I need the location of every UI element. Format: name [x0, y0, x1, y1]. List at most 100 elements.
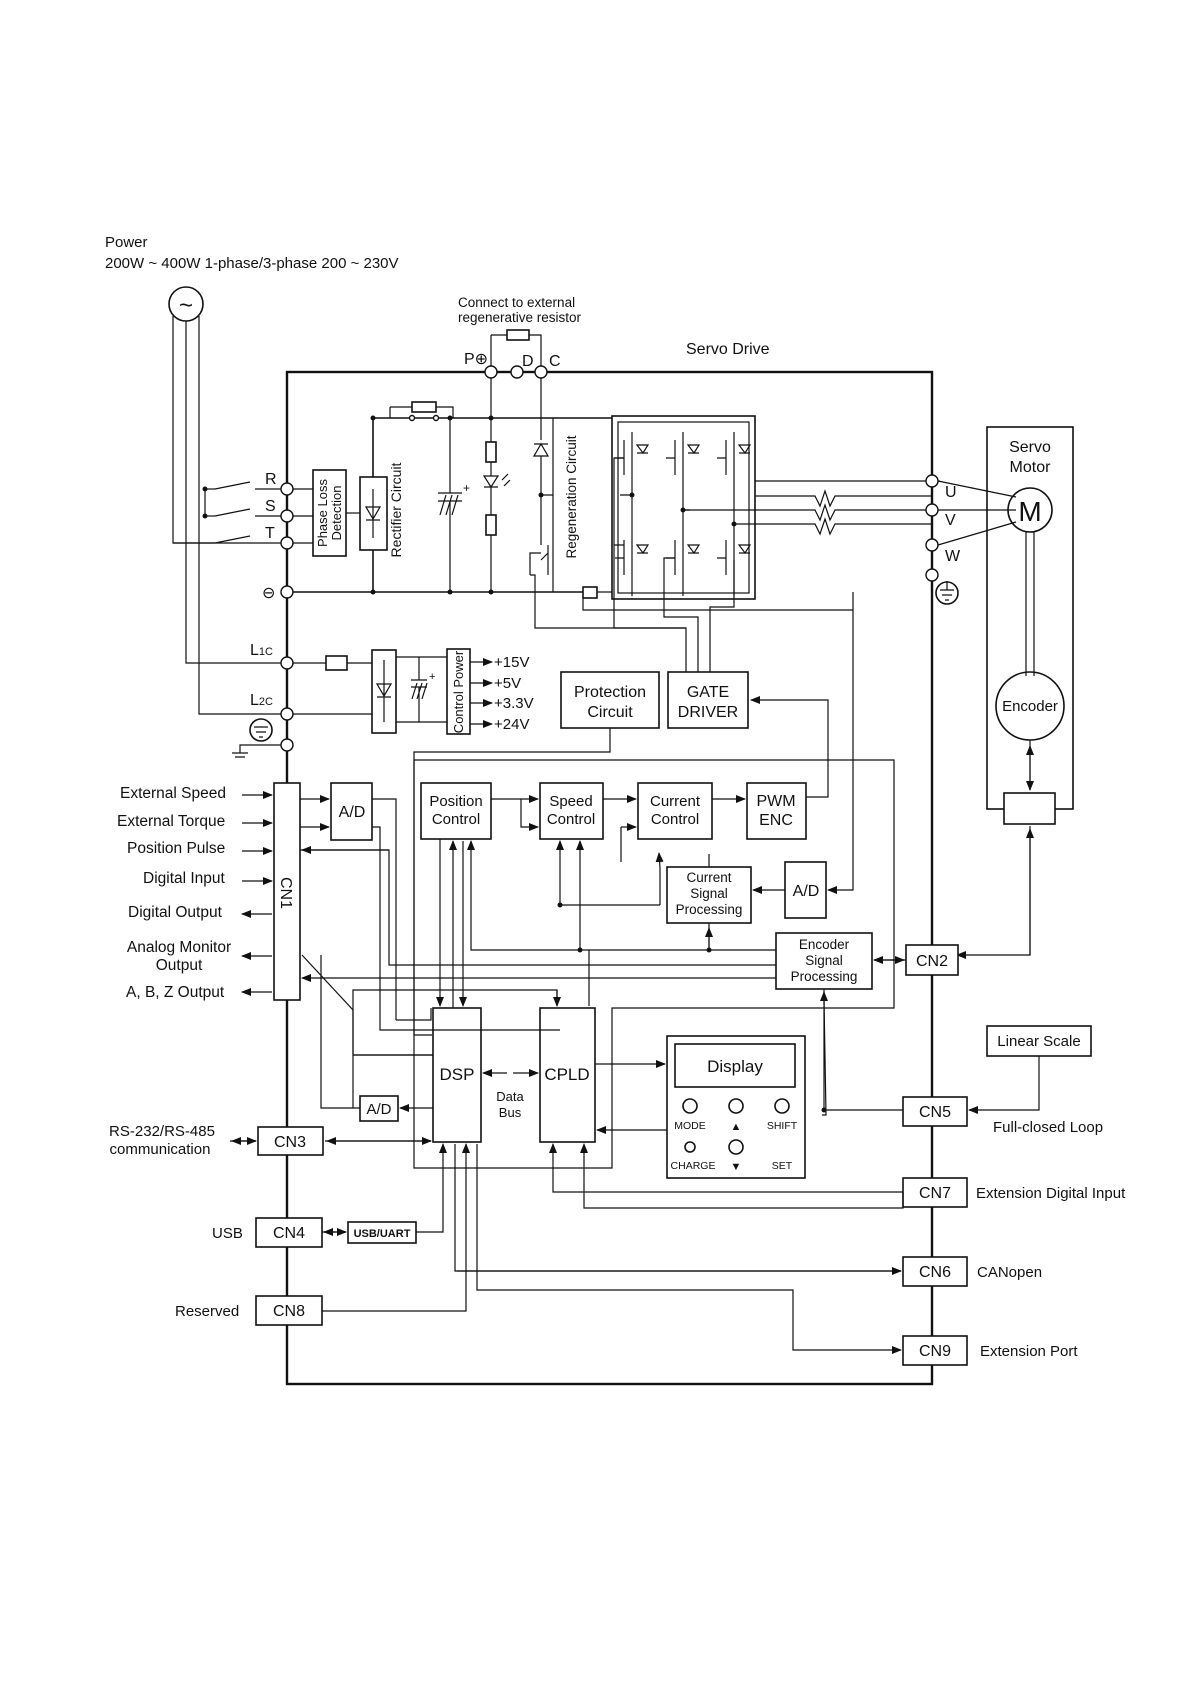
pwm-label-1: PWM [756, 793, 795, 810]
phase-loss-label-2: Detection [329, 486, 344, 541]
cn3-label: CN3 [274, 1134, 306, 1151]
pwm-label-2: ENC [759, 812, 793, 829]
output-analog-monitor-1: Analog Monitor [127, 939, 231, 956]
csp-label-2: Signal [690, 886, 728, 901]
protection-label-2: Circuit [587, 704, 633, 721]
input-external-torque: External Torque [117, 813, 225, 830]
terminal-minus-label: ⊖ [262, 585, 275, 602]
power-title: Power [105, 234, 148, 251]
motor-symbol-glyph: M [1018, 496, 1041, 527]
gate-label-1: GATE [687, 684, 729, 701]
reserved-label: Reserved [175, 1303, 239, 1320]
cn3-connector [257, 1126, 324, 1156]
l2c-sub: 2C [259, 696, 273, 708]
encoder-signal-processing-block [775, 932, 873, 990]
igbt-bridge [615, 432, 752, 596]
linear-scale-block [986, 1025, 1092, 1057]
regen-note-line1: Connect to external [458, 295, 575, 310]
speed-label-2: Control [547, 811, 595, 828]
motor-symbol [1007, 487, 1053, 533]
shift-label: SHIFT [767, 1120, 798, 1132]
motor-encoder-connector [1003, 792, 1056, 825]
down-arrow: ▼ [731, 1161, 742, 1173]
down-button[interactable] [728, 1139, 744, 1155]
ad-main-label: A/D [339, 804, 366, 821]
cn1-connector [273, 782, 301, 1001]
regeneration-label: Regeneration Circuit [564, 435, 579, 558]
terminal-ground [925, 568, 939, 582]
ext-digital-input-label: Extension Digital Input [976, 1185, 1126, 1202]
cn7-label: CN7 [919, 1185, 951, 1202]
esp-label-2: Signal [805, 953, 843, 968]
canopen-label: CANopen [977, 1264, 1042, 1281]
current-label-1: Current [650, 793, 701, 810]
cn4-label: CN4 [273, 1225, 305, 1242]
cap-plus-sign: + [463, 481, 470, 495]
linear-scale-label: Linear Scale [997, 1033, 1080, 1050]
ad-dsp-label: A/D [366, 1101, 391, 1118]
control-power-fuse [325, 655, 348, 671]
voltage-3v3: +3.3V [494, 695, 534, 712]
terminal-u-label: U [945, 484, 957, 501]
voltage-15v: +15V [494, 654, 529, 671]
cn1-label: CN1 [277, 877, 294, 909]
cpld-label: CPLD [544, 1065, 589, 1084]
l1c-sub: 1C [259, 646, 273, 658]
terminal-l2c [280, 707, 294, 721]
cn2-label: CN2 [916, 953, 948, 970]
current-label-2: Control [651, 811, 699, 828]
current-signal-processing-block [666, 866, 752, 924]
terminal-c-label: C [549, 353, 561, 370]
position-label-2: Control [432, 811, 480, 828]
data-bus-label-1: Data [496, 1089, 524, 1104]
position-label-1: Position [429, 793, 482, 810]
gate-label-2: DRIVER [678, 704, 738, 721]
terminal-t [280, 536, 294, 550]
pwm-enc-block [746, 782, 807, 840]
up-button[interactable] [728, 1098, 744, 1114]
mode-label: MODE [674, 1120, 706, 1132]
esp-label-3: Processing [791, 969, 858, 984]
mode-button[interactable] [682, 1098, 698, 1114]
speed-control-block [539, 782, 604, 840]
panel-display-label: Display [707, 1057, 763, 1076]
cn2-connector [905, 944, 959, 976]
terminal-p-label: P⊕ [464, 351, 488, 368]
input-digital-input: Digital Input [143, 870, 226, 887]
terminal-c [534, 365, 548, 379]
terminal-d [510, 365, 524, 379]
input-external-speed: External Speed [120, 785, 226, 802]
cn8-label: CN8 [273, 1303, 305, 1320]
shift-button[interactable] [774, 1098, 790, 1114]
panel-display [674, 1043, 796, 1088]
charge-label: CHARGE [671, 1160, 716, 1172]
set-label: SET [772, 1160, 793, 1172]
control-power-label: Control Power [451, 650, 466, 733]
position-control-block [420, 782, 492, 840]
regen-note-line2: regenerative resistor [458, 310, 582, 325]
rs-comm-label-1: RS-232/RS-485 [109, 1123, 215, 1140]
terminal-u [925, 474, 939, 488]
voltage-5v: +5V [494, 675, 521, 692]
output-abz: A, B, Z Output [126, 984, 225, 1001]
terminal-v-label: V [945, 512, 956, 529]
output-analog-monitor-2: Output [156, 957, 203, 974]
power-spec: 200W ~ 400W 1-phase/3-phase 200 ~ 230V [105, 255, 399, 272]
motor-title-2: Motor [1010, 459, 1052, 476]
cn9-label: CN9 [919, 1343, 951, 1360]
terminal-d-label: D [522, 353, 534, 370]
terminal-s-label: S [265, 498, 276, 515]
terminal-r-label: R [265, 471, 277, 488]
gate-driver-block [667, 671, 749, 729]
dsp-label: DSP [440, 1065, 475, 1084]
led-resistor [485, 514, 497, 536]
esp-label-1: Encoder [799, 937, 850, 952]
output-digital-output: Digital Output [128, 904, 223, 921]
usb-uart-label: USB/UART [354, 1228, 411, 1240]
speed-label-1: Speed [549, 793, 592, 810]
current-shunt [582, 586, 598, 599]
terminal-t-label: T [265, 525, 275, 542]
drive-title: Servo Drive [686, 341, 770, 358]
terminal-p [484, 365, 498, 379]
terminal-w-label: W [945, 548, 961, 565]
